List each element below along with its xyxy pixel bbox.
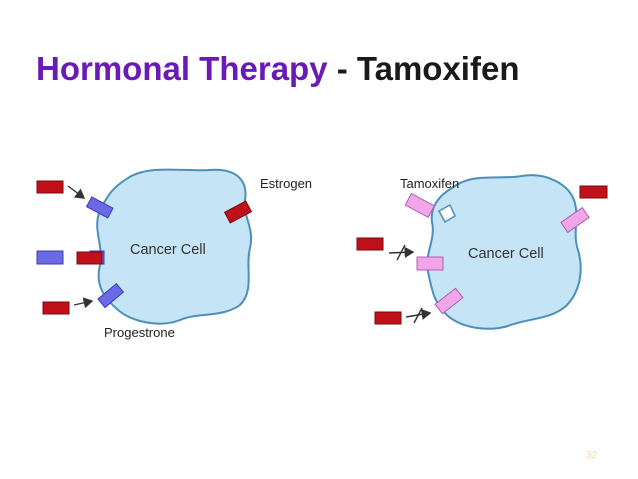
estrogen-free-top-right [579, 185, 608, 199]
hormone-free-bottom-left [42, 301, 70, 315]
tamoxifen-bound-left [416, 256, 444, 271]
page-number: 32 [586, 450, 598, 461]
estrogen-bound-left-cell [223, 200, 253, 224]
receptor-left-top [85, 196, 114, 219]
receptor-notch-empty [437, 203, 456, 224]
receptor-free-left [36, 250, 64, 265]
title-accent: Hormonal Therapy [36, 50, 328, 87]
tamoxifen-bound-bottom [434, 287, 464, 315]
cancer-cell-label-right: Cancer Cell [468, 246, 544, 262]
arrow-bottom-left [73, 297, 94, 309]
estrogen-free-middle [356, 237, 384, 251]
tamoxifen-label: Tamoxifen [400, 176, 459, 191]
tamoxifen-bound-top-right [560, 206, 590, 234]
hormone-bound-left-middle [76, 251, 103, 265]
progestrone-label: Progestrone [104, 325, 175, 340]
title-rest: - Tamoxifen [327, 50, 520, 87]
arrow-top-left [67, 185, 86, 199]
tamoxifen-free [404, 192, 435, 218]
estrogen-free-bottom [374, 311, 402, 325]
blocked-arrow-middle [388, 244, 415, 261]
estrogen-label: Estrogen [260, 176, 312, 191]
receptor-left-bottom [97, 282, 125, 309]
slide-title: Hormonal Therapy - Tamoxifen [36, 50, 519, 88]
cancer-cell-label-left: Cancer Cell [130, 242, 206, 258]
cancer-cell-left [96, 168, 253, 325]
blocked-arrow-bottom [405, 307, 432, 324]
cancer-cell-right [426, 174, 582, 330]
hormone-free-top-left [36, 180, 64, 194]
